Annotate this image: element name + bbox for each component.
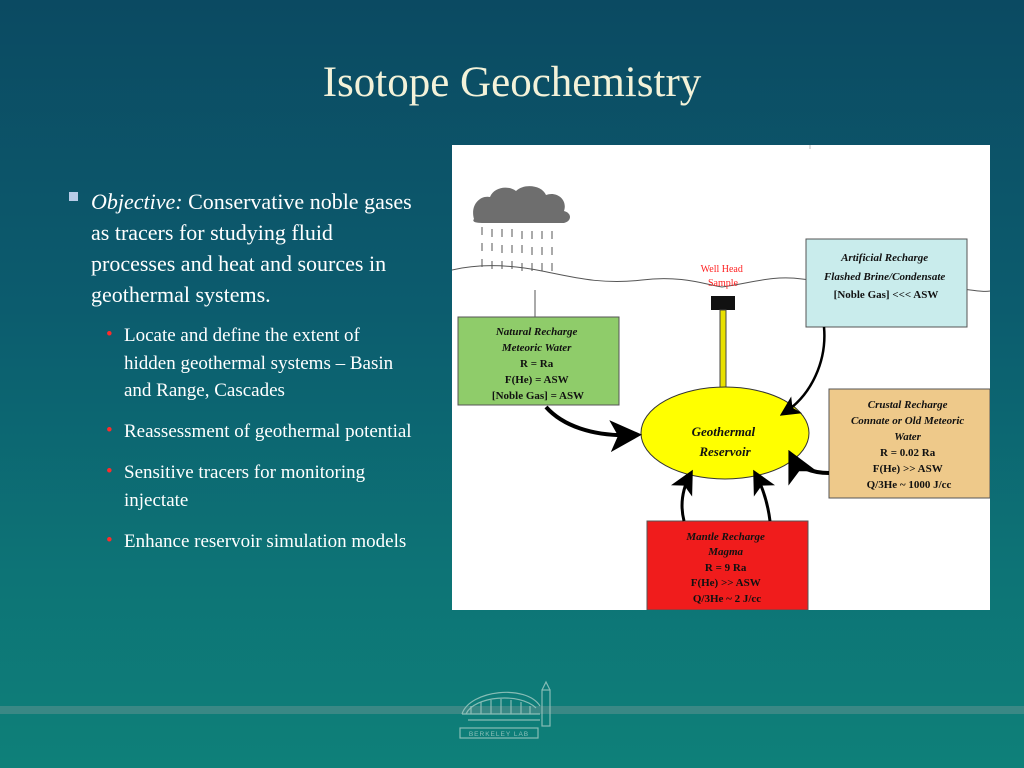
red-dot-icon: • [106,324,113,345]
well-head-label: Well Head Sample [701,264,746,289]
diagram-svg: Well Head Sample Geothermal Reservoir Na… [452,145,990,610]
mantle-to-reservoir-arrow-right [753,469,776,522]
natural-to-reservoir-arrow [544,405,642,453]
objective-label: Objective: [91,189,183,214]
sub-bullet-text: Locate and define the extent of hidden g… [124,325,394,401]
sub-bullet-list: • Locate and define the extent of hidden… [66,322,416,555]
square-bullet-icon [69,192,78,201]
artificial-recharge-box [805,238,968,328]
sub-bullet-text: Enhance reservoir simulation models [124,530,407,552]
logo-text: BERKELEY LAB [469,731,529,738]
sub-bullet: • Locate and define the extent of hidden… [106,322,416,405]
sub-bullet-text: Reassessment of geothermal potential [124,421,412,442]
geothermal-diagram: Well Head Sample Geothermal Reservoir Na… [452,145,990,610]
red-dot-icon: • [106,529,113,551]
sub-bullet: • Enhance reservoir simulation models [106,528,416,556]
footer-band [0,706,1024,714]
mantle-to-reservoir-arrow-left [670,469,693,522]
mantle-recharge-text: Mantle Recharge Magma R = 9 Ra F(He) >> … [685,531,767,605]
crustal-recharge-text: Crustal Recharge Connate or Old Meteoric… [851,399,967,491]
bullet-list: Objective: Conservative noble gases as t… [66,186,416,569]
berkeley-lab-logo-icon: BERKELEY LAB [459,680,551,739]
main-bullet: Objective: Conservative noble gases as t… [66,186,416,310]
slide-title: Isotope Geochemistry [322,59,702,106]
sub-bullet: • Reassessment of geothermal potential [106,418,416,446]
mantle-recharge-box [646,520,809,610]
natural-recharge-box [457,316,620,406]
sub-bullet: • Sensitive tracers for monitoring injec… [106,459,416,514]
red-dot-icon: • [106,420,113,441]
cloud-icon [473,186,570,223]
objective-text: Conservative noble gases as tracers for … [91,189,412,307]
rain-icon [481,227,553,271]
red-dot-icon: • [106,461,113,482]
berkeley-lab-logo: BERKELEY LAB [456,676,566,740]
crustal-recharge-box [828,388,990,499]
artificial-to-reservoir-arrow [779,326,826,416]
artificial-recharge-text: Artificial Recharge Flashed Brine/Conden… [823,252,948,301]
sub-bullet-text: Sensitive tracers for monitoring injecta… [124,462,366,511]
well-head-block [711,296,735,310]
crustal-to-reservoir-arrow [788,449,830,486]
natural-recharge-text: Natural Recharge Meteoric Water R = Ra F… [492,326,584,402]
reservoir-label: Geothermal Reservoir [692,424,759,459]
